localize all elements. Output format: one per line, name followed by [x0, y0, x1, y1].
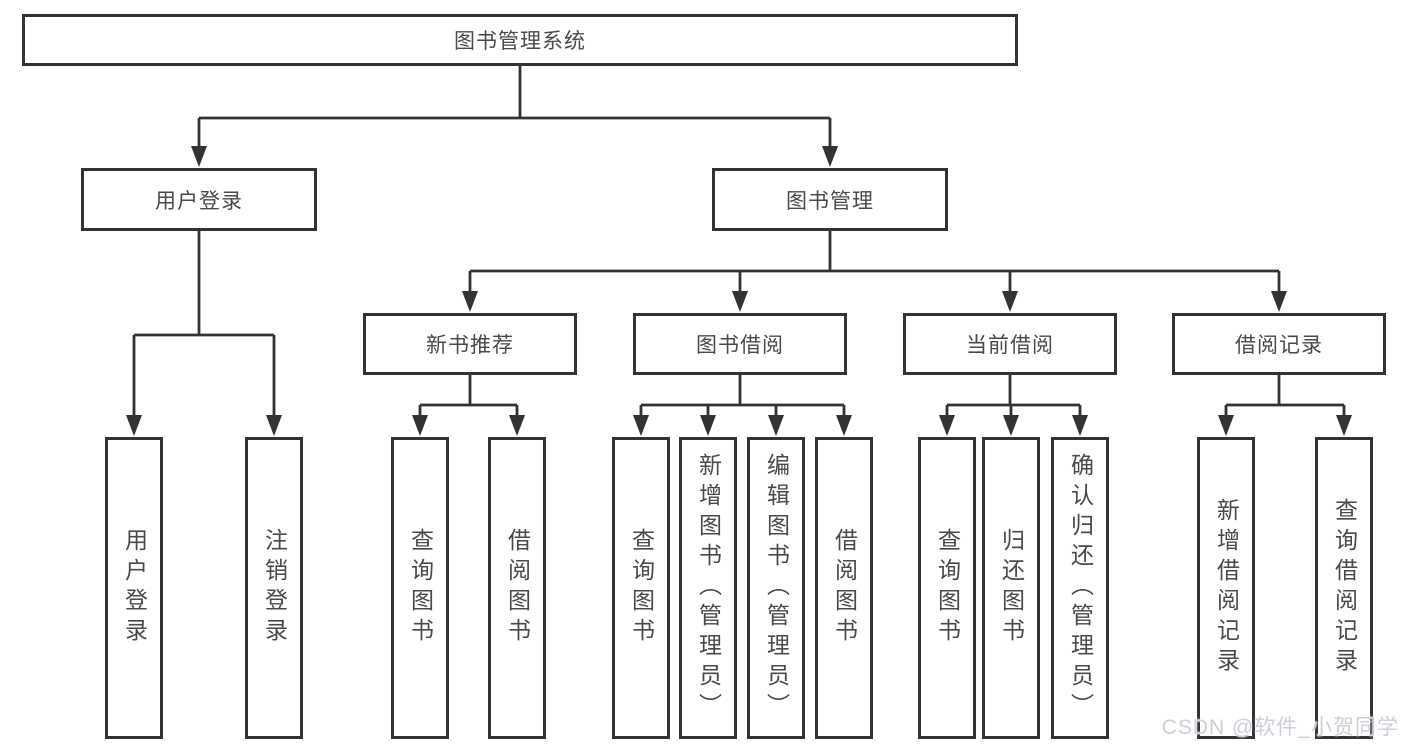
leaf-confirm-return-admin: 确认归还（管理员）: [1051, 437, 1109, 739]
node-book-borrow-label: 图书借阅: [696, 334, 784, 357]
leaf-query-books-borrow: 查询图书: [612, 437, 670, 739]
leaf-borrow-books-recommend: 借阅图书: [488, 437, 546, 739]
leaf-add-books-admin: 新增图书（管理员）: [679, 437, 737, 739]
leaf-edit-books-admin-label: 编辑图书（管理员）: [763, 453, 790, 723]
leaf-borrow-books-label: 借阅图书: [831, 528, 858, 648]
leaf-query-borrow-record: 查询借阅记录: [1315, 437, 1373, 739]
leaf-query-borrow-record-label: 查询借阅记录: [1331, 498, 1358, 678]
leaf-query-books-current-label: 查询图书: [934, 528, 961, 648]
csdn-watermark: CSDN @软件_小贺同学: [1161, 716, 1399, 739]
node-borrow-records-label: 借阅记录: [1235, 334, 1323, 357]
leaf-user-login-label: 用户登录: [121, 528, 148, 648]
node-book-management-label: 图书管理: [786, 189, 874, 213]
node-current-borrow-label: 当前借阅: [966, 334, 1054, 357]
node-book-management: 图书管理: [712, 168, 948, 231]
node-new-book-recommend-label: 新书推荐: [426, 334, 514, 357]
node-borrow-records: 借阅记录: [1172, 313, 1386, 375]
leaf-query-books-borrow-label: 查询图书: [628, 528, 655, 648]
leaf-query-books-recommend: 查询图书: [391, 437, 449, 739]
leaf-return-books: 归还图书: [982, 437, 1040, 739]
leaf-add-borrow-record: 新增借阅记录: [1197, 437, 1255, 739]
leaf-add-books-admin-label: 新增图书（管理员）: [695, 453, 722, 723]
node-root-system: 图书管理系统: [22, 14, 1018, 66]
leaf-edit-books-admin: 编辑图书（管理员）: [747, 437, 805, 739]
leaf-return-books-label: 归还图书: [998, 528, 1025, 648]
leaf-borrow-books: 借阅图书: [815, 437, 873, 739]
leaf-query-books-recommend-label: 查询图书: [407, 528, 434, 648]
leaf-confirm-return-admin-label: 确认归还（管理员）: [1067, 453, 1094, 723]
leaf-borrow-books-recommend-label: 借阅图书: [504, 528, 531, 648]
node-root-label: 图书管理系统: [454, 30, 586, 53]
leaf-logout-login-label: 注销登录: [261, 528, 288, 648]
leaf-logout-login: 注销登录: [245, 437, 303, 739]
leaf-add-borrow-record-label: 新增借阅记录: [1213, 498, 1240, 678]
node-user-login: 用户登录: [81, 168, 317, 231]
node-new-book-recommend: 新书推荐: [363, 313, 577, 375]
leaf-query-books-current: 查询图书: [918, 437, 976, 739]
node-book-borrow: 图书借阅: [633, 313, 847, 375]
node-current-borrow: 当前借阅: [903, 313, 1117, 375]
leaf-user-login: 用户登录: [105, 437, 163, 739]
node-user-login-label: 用户登录: [155, 189, 243, 213]
